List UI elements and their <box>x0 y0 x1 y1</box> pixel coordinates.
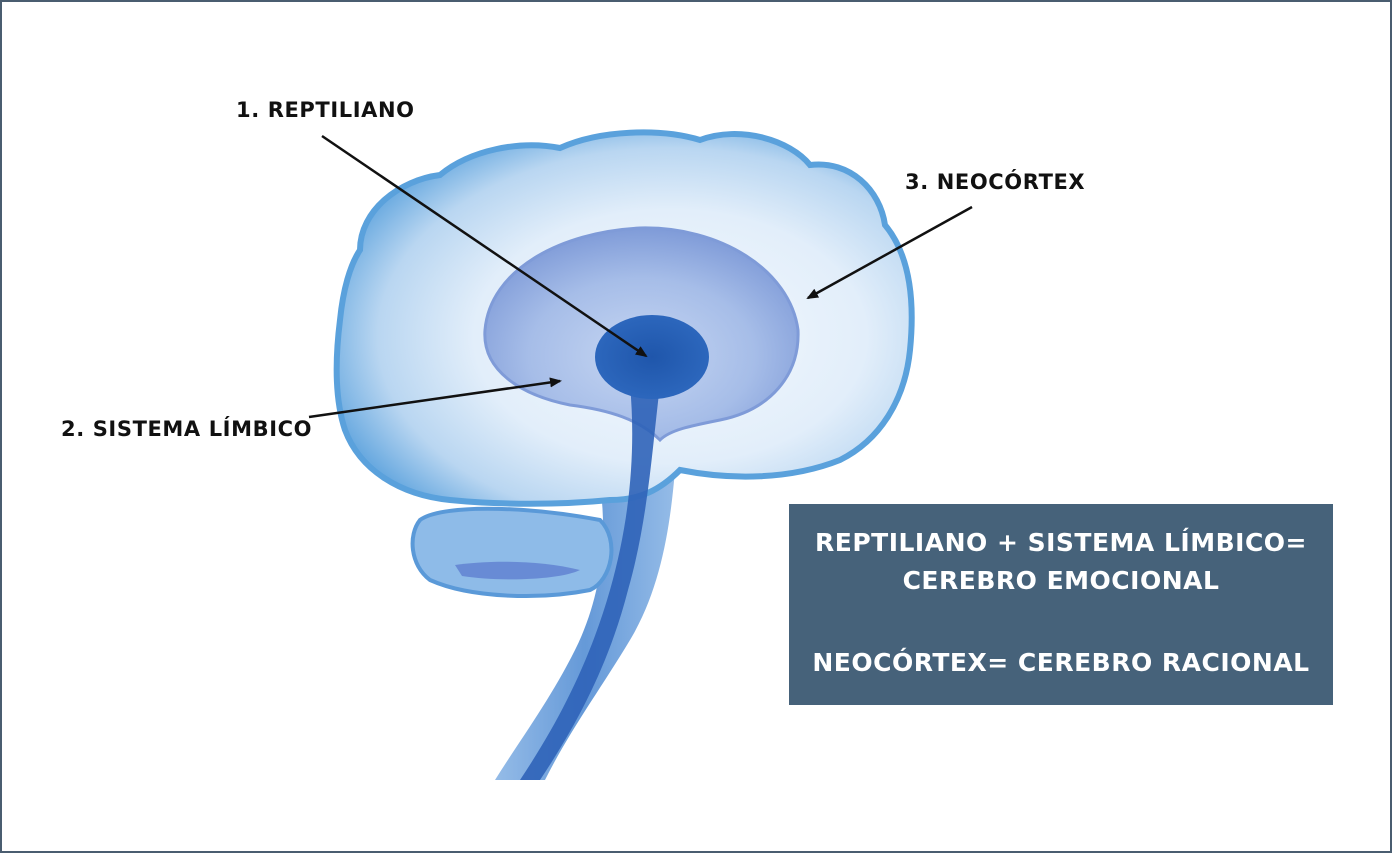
cerebellum <box>410 506 614 598</box>
label-neocortex: 3. NEOCÓRTEX <box>905 169 1085 194</box>
arrow-neocortex <box>806 205 973 300</box>
summary-line-2: CEREBRO EMOCIONAL <box>902 566 1220 595</box>
summary-line-1: REPTILIANO + SISTEMA LÍMBICO= <box>814 528 1307 557</box>
arrow-limbico <box>308 377 562 419</box>
summary-gap <box>789 600 1333 644</box>
summary-box: REPTILIANO + SISTEMA LÍMBICO= CEREBRO EM… <box>789 504 1333 705</box>
reptilian-stem-channel <box>520 385 660 780</box>
arrow-reptiliano <box>321 134 648 358</box>
label-sistema-limbico: 2. SISTEMA LÍMBICO <box>61 416 312 441</box>
cerebellum-inner <box>455 561 580 580</box>
reptilian-core <box>595 315 709 399</box>
summary-line-3: NEOCÓRTEX= CEREBRO RACIONAL <box>812 648 1310 677</box>
label-reptiliano: 1. REPTILIANO <box>236 98 415 122</box>
